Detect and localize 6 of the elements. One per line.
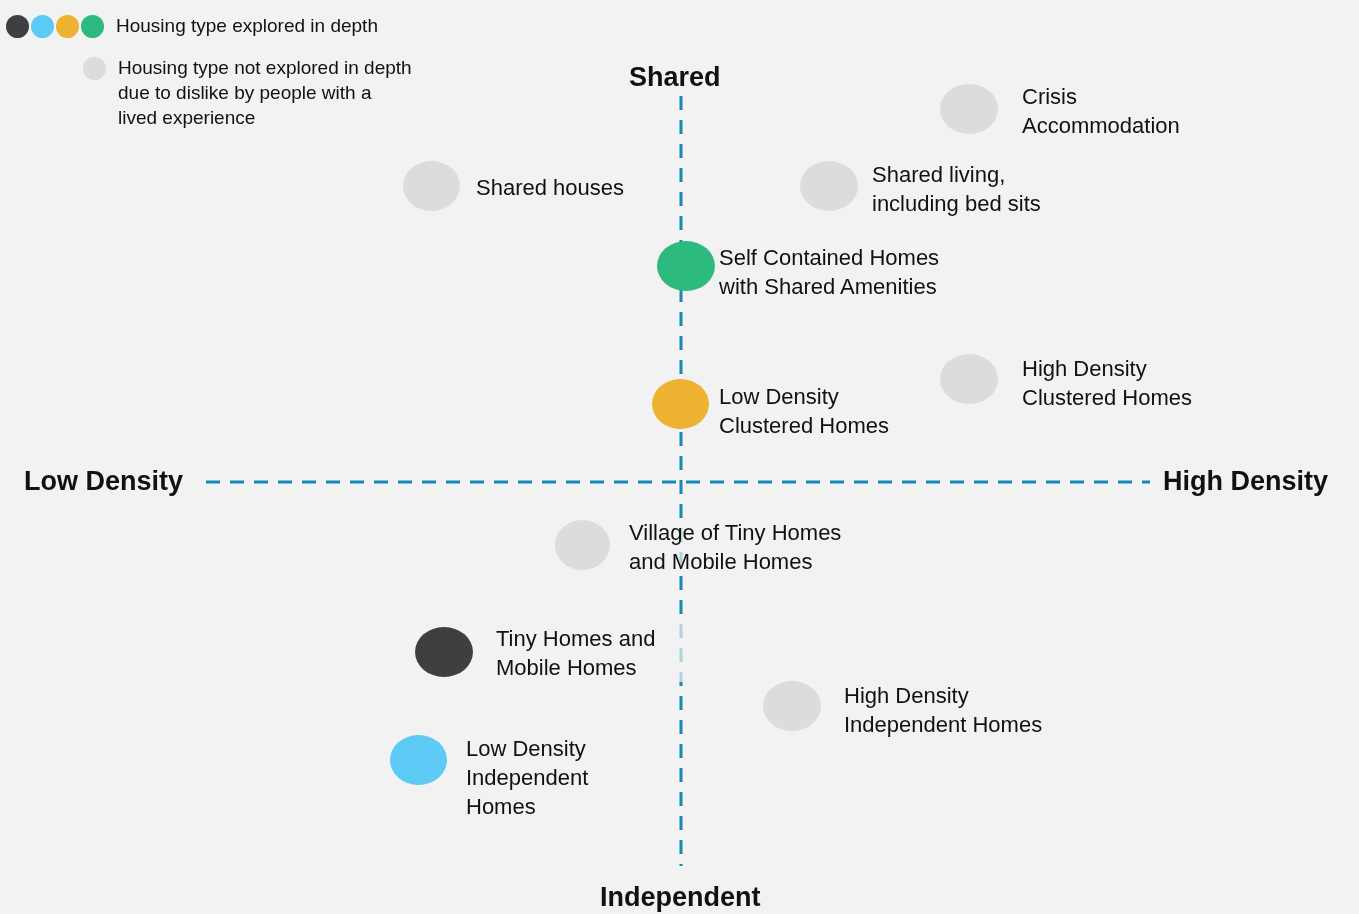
- axis-label: Independent: [600, 882, 761, 913]
- axis-label: Shared: [629, 62, 721, 93]
- axis-label: Low Density: [24, 466, 184, 497]
- legend-text: Housing type explored in depth: [116, 14, 379, 38]
- legend-text: Housing type not explored in depth due to dislike by people with a lived experience: [118, 56, 413, 130]
- axis-label: High Density: [1163, 466, 1329, 497]
